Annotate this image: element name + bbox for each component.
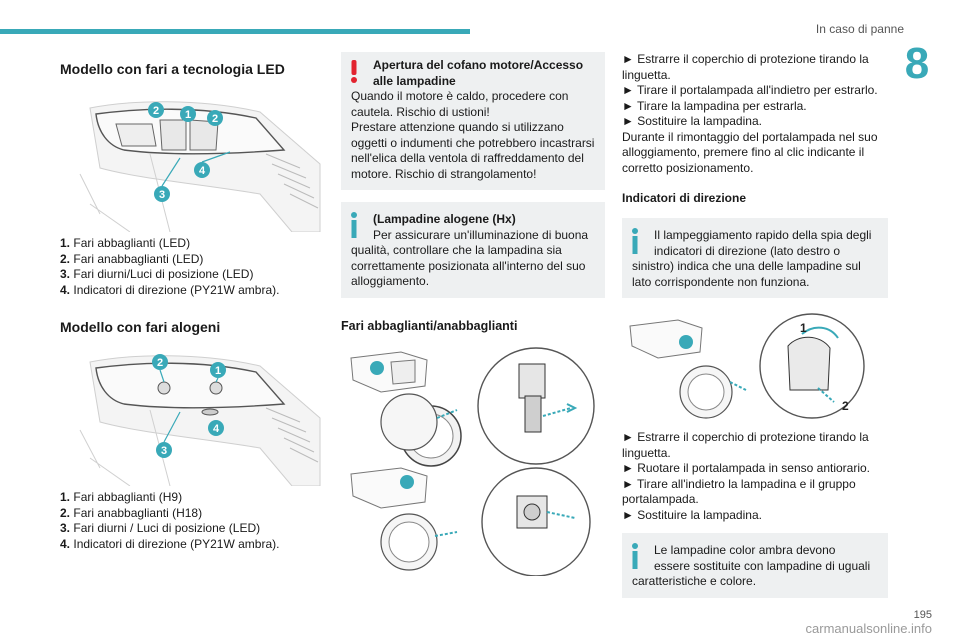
warning-line: oggetti o indumenti che potrebbero incas… <box>351 135 595 150</box>
callout-label: 3 <box>159 189 165 201</box>
callout-label: 4 <box>199 165 206 177</box>
callout-label: 4 <box>213 423 220 435</box>
info-line: lato corrispondente non funziona. <box>632 274 810 289</box>
callout-label: 3 <box>161 445 167 457</box>
step-line: ► Tirare all'indietro la lampadina e il … <box>622 476 856 491</box>
halogen-callouts: 2 1 4 3 <box>152 354 226 458</box>
step-line: ► Estrarre il coperchio di protezione ti… <box>622 430 869 444</box>
warning-line: cautela. Rischio di ustioni! <box>351 104 490 119</box>
steps-indicators: ► Estrarre il coperchio di protezione ti… <box>622 430 888 523</box>
step-line: ► Estrarre il coperchio di protezione ti… <box>622 52 869 66</box>
info-icon <box>632 543 638 569</box>
warning-line: motore. Rischio di strangolamento! <box>351 166 537 181</box>
list-item: 1. Fari abbaglianti (LED) <box>60 236 191 250</box>
step-line: Durante il rimontaggio del portalampada … <box>622 129 878 144</box>
led-model-title: Modello con fari a tecnologia LED <box>60 61 285 77</box>
led-legend: 1. Fari abbaglianti (LED) 2. Fari anabba… <box>60 236 325 298</box>
step-line: ► Sostituire la lampadina. <box>622 114 762 128</box>
callout-label: 2 <box>157 357 163 369</box>
info-line: caratteristiche e colore. <box>632 574 757 588</box>
info-box-indicators: Il lampeggiamento rapido della spia degl… <box>622 218 888 298</box>
info-line: essere sostituite con lampadine di ugual… <box>654 558 871 573</box>
callout-label: 1 <box>185 109 191 121</box>
led-callouts: 2 1 2 4 3 <box>148 102 231 202</box>
list-item: 4. Indicatori di direzione (PY21W ambra)… <box>60 282 280 297</box>
info-icon <box>632 228 638 254</box>
warning-box: Apertura del cofano motore/Accesso alle … <box>341 52 605 190</box>
step-line: alloggiamento, premere fino al clic indi… <box>622 145 865 159</box>
column-left: Modello con fari a tecnologia LED 2 1 2 … <box>60 52 325 552</box>
column-right: ► Estrarre il coperchio di protezione ti… <box>622 52 888 598</box>
step-line: ► Ruotare il portalampada in senso antio… <box>622 461 871 475</box>
callout-label: 1 <box>800 321 807 335</box>
info-line: qualità, controllare che la lampadina si… <box>351 243 562 257</box>
indicator-bulb-figure: 1 2 <box>622 312 888 420</box>
list-item: 1. Fari abbaglianti (H9) <box>60 490 183 504</box>
beam-bulb-figure <box>341 346 605 577</box>
warning-title-line2: alle lampadine <box>373 73 456 88</box>
info-line: sinistro) indica che una delle lampadine… <box>632 259 861 273</box>
info-box-amber: Le lampadine color ambra devono essere s… <box>622 533 888 598</box>
info-line: correttamente posizionata all'interno de… <box>351 258 586 273</box>
halogen-headlamp-figure: 2 1 4 3 <box>60 350 325 487</box>
page-number: 195 <box>913 609 932 621</box>
info-line: Le lampadine color ambra devono <box>654 543 836 557</box>
list-item: 2. Fari anabbaglianti (LED) <box>60 251 204 266</box>
info-line: alloggiamento. <box>351 274 430 288</box>
info-line: Il lampeggiamento rapido della spia degl… <box>654 228 872 242</box>
list-item: 3. Fari diurni/Luci di posizione (LED) <box>60 267 254 281</box>
callout-label: 2 <box>212 113 218 125</box>
step-line: linguetta. <box>622 67 671 82</box>
list-item: 2. Fari anabbaglianti (H18) <box>60 505 203 520</box>
halogen-legend: 1. Fari abbaglianti (H9) 2. Fari anabbag… <box>60 490 325 552</box>
info-icon <box>351 212 357 238</box>
chapter-title: In caso di panne <box>815 22 904 36</box>
warning-line: nell'elica della ventola di raffreddamen… <box>351 151 584 165</box>
info-line: indicatori di direzione (lato destro o <box>654 243 841 258</box>
watermark: carmanualsonline.info <box>805 621 932 636</box>
list-item: 3. Fari diurni / Luci di posizione (LED) <box>60 521 261 535</box>
warning-line: Prestare attenzione quando si utilizzano <box>351 120 564 134</box>
step-line: portalampada. <box>622 492 699 506</box>
halogen-model-title: Modello con fari alogeni <box>60 319 221 335</box>
section-title-indicators: Indicatori di direzione <box>622 191 747 205</box>
step-line: ► Tirare la lampadina per estrarla. <box>622 98 807 113</box>
warning-line: Quando il motore è caldo, procedere con <box>351 89 569 103</box>
column-middle: Apertura del cofano motore/Accesso alle … <box>341 52 605 577</box>
list-item: 4. Indicatori di direzione (PY21W ambra)… <box>60 536 280 551</box>
warning-title-line1: Apertura del cofano motore/Accesso <box>373 58 584 72</box>
section-title-beams: Fari abbaglianti/anabbaglianti <box>341 318 518 333</box>
step-line: corretto posizionamento. <box>622 160 754 175</box>
info-box-halogen: (Lampadine alogene (Hx) Per assicurare u… <box>341 202 605 298</box>
step-line: ► Sostituire la lampadina. <box>622 507 762 522</box>
callout-label: 2 <box>153 105 159 117</box>
info-line: Per assicurare un'illuminazione di buona <box>373 227 589 242</box>
step-line: linguetta. <box>622 445 671 460</box>
info-title: (Lampadine alogene (Hx) <box>373 212 516 226</box>
header-accent-bar <box>0 29 470 34</box>
step-line: ► Tirare il portalampada all'indietro pe… <box>622 83 878 97</box>
callout-label: 1 <box>215 365 221 377</box>
chapter-number: 8 <box>904 39 930 88</box>
callout-label: 2 <box>842 399 849 413</box>
led-headlamp-figure: 2 1 2 4 3 <box>60 94 325 233</box>
warning-exclamation-icon <box>351 60 357 83</box>
